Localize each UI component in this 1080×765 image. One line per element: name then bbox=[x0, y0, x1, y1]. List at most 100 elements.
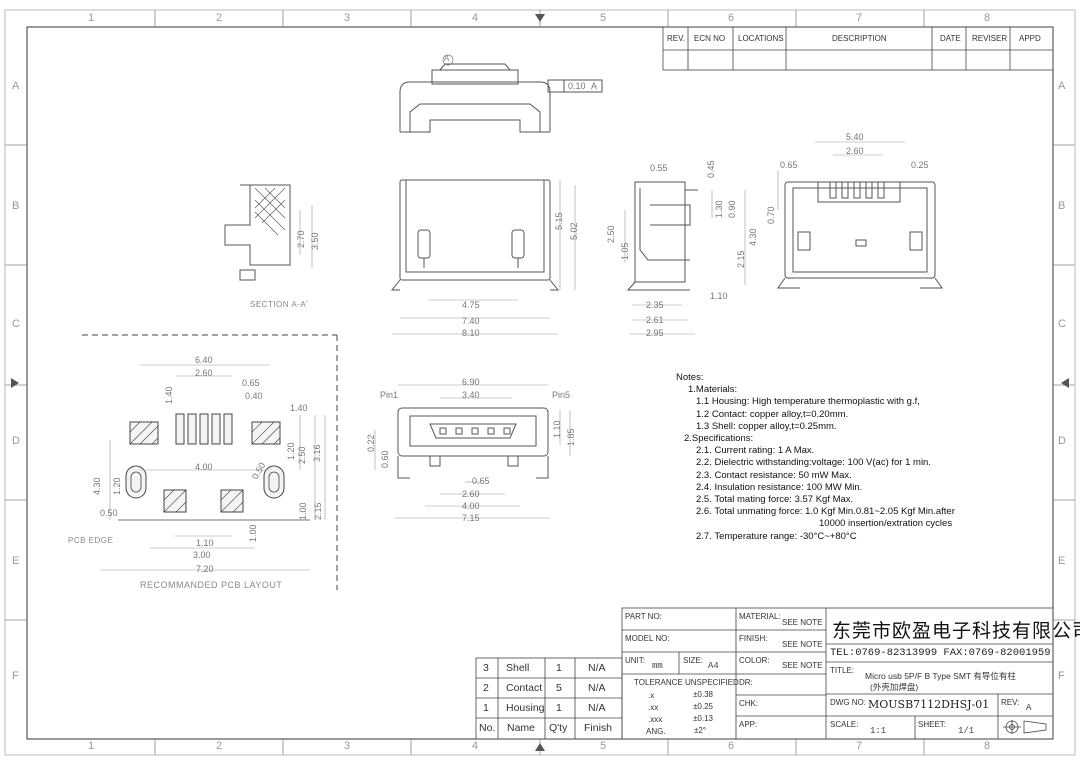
note-line: 1.3 Shell: copper alloy,t=0.25mm. bbox=[696, 420, 837, 432]
dim-section-h1: 2.70 bbox=[296, 230, 306, 248]
rev-header-date: DATE bbox=[940, 34, 961, 43]
drawing-title-line1: Micro usb 5P/F B Type SMT 有导位有柱 bbox=[865, 671, 1016, 681]
dim-bottom-b3: 4.00 bbox=[462, 501, 480, 511]
material-value: SEE NOTE bbox=[782, 618, 823, 627]
dim-bottom-w1: 6.90 bbox=[462, 377, 480, 387]
size-value: A4 bbox=[708, 661, 719, 671]
dim-section-h2: 3.50 bbox=[310, 232, 320, 250]
zone-row-f: F bbox=[12, 670, 19, 682]
note-line: 2.4. Insulation resistance: 100 MW Min. bbox=[696, 481, 863, 493]
title-label: TITLE: bbox=[830, 666, 855, 675]
tolerance-value: ±2° bbox=[694, 726, 707, 735]
dim-front-h1: 5.15 bbox=[554, 212, 564, 230]
dim-pcb-w2: 2.60 bbox=[195, 368, 213, 378]
drawing-title-line2: (外壳加焊盘) bbox=[870, 682, 919, 692]
dim-pcb-r2: 1.20 bbox=[286, 442, 296, 460]
dim-side-h5: 2.15 bbox=[736, 250, 746, 268]
dim-pcb-h2: 1.20 bbox=[112, 477, 122, 495]
zone-col-3-bottom: 3 bbox=[344, 740, 351, 752]
note-line: 2.2. Dielectric withstanding:voltage: 10… bbox=[696, 457, 931, 469]
bom-row-3-finish: N/A bbox=[588, 662, 606, 674]
note-line: 1.1 Housing: High temperature thermoplas… bbox=[696, 396, 920, 408]
company-name: 东莞市欧盈电子科技有限公司 bbox=[832, 620, 1080, 642]
rev-header-ecn: ECN NO bbox=[694, 34, 726, 43]
finish-value: SEE NOTE bbox=[782, 640, 823, 649]
rev-header-reviser: REVISER bbox=[972, 34, 1008, 43]
dim-pcb-b1: 1.10 bbox=[196, 538, 214, 548]
unit-label: UNIT: bbox=[625, 656, 645, 665]
dim-pcb-v2: 2.15 bbox=[313, 502, 323, 520]
zone-col-3: 3 bbox=[344, 12, 351, 24]
rev-header-rev: REV. bbox=[667, 34, 685, 43]
pcb-edge-label: PCB EDGE bbox=[68, 536, 114, 545]
zone-col-4: 4 bbox=[472, 12, 479, 24]
note-line: 2.7. Temperature range: -30°C~+80°C bbox=[696, 530, 857, 542]
zone-col-8-bottom: 8 bbox=[984, 740, 991, 752]
dim-pcb-w1: 6.40 bbox=[195, 355, 213, 365]
dim-right-w2: 2.60 bbox=[846, 146, 864, 156]
zone-col-2: 2 bbox=[216, 12, 223, 24]
dim-bottom-w2: 3.40 bbox=[462, 390, 480, 400]
dr-label: DR: bbox=[739, 678, 753, 687]
flatness-datum: A bbox=[591, 81, 598, 91]
section-label: SECTION A-A' bbox=[250, 300, 309, 309]
zone-row-b: B bbox=[12, 200, 20, 212]
tolerance-value: ±0.13 bbox=[693, 714, 713, 723]
sheet-label: SHEET: bbox=[918, 720, 947, 729]
bom-row-2-no: 2 bbox=[483, 682, 489, 694]
zone-col-7: 7 bbox=[856, 12, 863, 24]
pcb-layout-label: RECOMMANDED PCB LAYOUT bbox=[140, 580, 283, 590]
dim-bottom-b4: 7.15 bbox=[462, 513, 480, 523]
dim-side-w3: 2.95 bbox=[646, 328, 664, 338]
flatness-value: 0.10 bbox=[568, 81, 586, 91]
dim-front-w1: 4.75 bbox=[462, 300, 480, 310]
bom-header-finish: Finish bbox=[584, 722, 613, 734]
bom-header-no: No. bbox=[479, 722, 496, 734]
zone-row-a: A bbox=[12, 80, 20, 92]
rev-label: REV: bbox=[1001, 698, 1020, 707]
notes-title: Notes: bbox=[676, 372, 704, 383]
bom-row-1-name: Housing bbox=[506, 702, 545, 714]
bom-header-name: Name bbox=[507, 722, 536, 734]
pin5-label: Pin5 bbox=[552, 390, 571, 400]
dim-bottom-b2: 2.60 bbox=[462, 489, 480, 499]
note-line: 2.1. Current rating: 1 A Max. bbox=[696, 445, 815, 457]
sheet-value: 1/1 bbox=[958, 726, 975, 736]
tolerance-key: .xx bbox=[648, 703, 659, 712]
bom-row-2-qty: 5 bbox=[556, 682, 562, 694]
rev-value: A bbox=[1026, 703, 1032, 713]
note-line: 1.Materials: bbox=[688, 384, 738, 396]
dim-front-h2: 5.02 bbox=[569, 222, 579, 240]
pin1-label: Pin1 bbox=[380, 390, 399, 400]
zone-col-1-bottom: 1 bbox=[88, 740, 95, 752]
tolerance-key: ANG. bbox=[646, 727, 666, 736]
scale-value: 1:1 bbox=[870, 726, 887, 736]
zone-row-c-right: C bbox=[1058, 318, 1066, 330]
note-line: 2.Specifications: bbox=[684, 433, 754, 445]
scale-label: SCALE: bbox=[830, 720, 859, 729]
zone-row-e: E bbox=[12, 555, 20, 567]
color-value: SEE NOTE bbox=[782, 661, 823, 670]
dim-pcb-b3: 7.20 bbox=[196, 564, 214, 574]
dim-side-w2: 2.61 bbox=[646, 315, 664, 325]
zone-col-6-bottom: 6 bbox=[728, 740, 735, 752]
zone-col-7-bottom: 7 bbox=[856, 740, 863, 752]
dim-pcb-r3: 2.50 bbox=[297, 446, 307, 464]
dim-pcb-r4: 3.16 bbox=[312, 444, 322, 462]
bom-row-1-no: 1 bbox=[483, 702, 489, 714]
bom-row-3-qty: 1 bbox=[556, 662, 562, 674]
dim-front-w3: 8.10 bbox=[462, 328, 480, 338]
unit-value: mm bbox=[652, 661, 663, 671]
zone-row-a-right: A bbox=[1058, 80, 1066, 92]
dim-side-h6: 4.30 bbox=[748, 228, 758, 246]
datum-a-label: A bbox=[444, 54, 450, 63]
dim-bottom-h3: 1.10 bbox=[552, 420, 562, 438]
dim-bottom-h4: 1.85 bbox=[566, 428, 576, 446]
zone-col-5-bottom: 5 bbox=[600, 740, 607, 752]
dim-pcb-c1: 4.00 bbox=[195, 462, 213, 472]
finish-label: FINISH: bbox=[739, 634, 768, 643]
dim-side-w1: 2.35 bbox=[646, 300, 664, 310]
size-label: SIZE: bbox=[683, 656, 704, 665]
zone-col-6: 6 bbox=[728, 12, 735, 24]
tolerance-key: .x bbox=[648, 691, 655, 700]
